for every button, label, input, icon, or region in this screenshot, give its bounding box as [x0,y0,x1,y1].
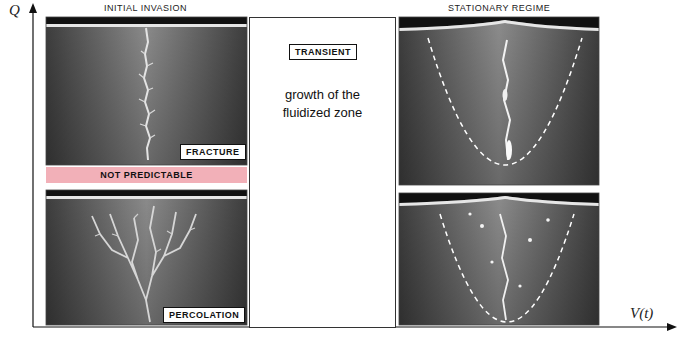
regime-label: TRANSIENT [289,44,357,60]
panel-text: growth of the fluidized zone [260,86,385,121]
unpredictable-band: NOT PREDICTABLE [46,167,247,183]
percolation-photo [46,190,247,325]
regime-label: PERCOLATION [163,307,245,323]
column-heading: STATIONARY REGIME [448,3,550,13]
box-label: PERCOLATION [169,310,239,320]
column-heading: INITIAL INVASION [104,3,187,13]
box-label: TRANSIENT [295,47,351,57]
stationary-photo [399,17,599,185]
axis-label: V(t) [630,305,653,322]
transient-panel: growth of the fluidized zone TRANSIENT [249,17,396,328]
axis-arrowhead [667,323,677,331]
box-label: NOT PREDICTABLE [46,167,247,183]
fracture-photo [46,17,247,165]
axis-arrowhead [29,3,37,13]
stationary-photo [399,193,599,325]
regime-label: FRACTURE [180,144,246,160]
axis-label: Q [9,2,20,19]
box-label: FRACTURE [186,147,240,157]
q-axis [32,10,33,327]
